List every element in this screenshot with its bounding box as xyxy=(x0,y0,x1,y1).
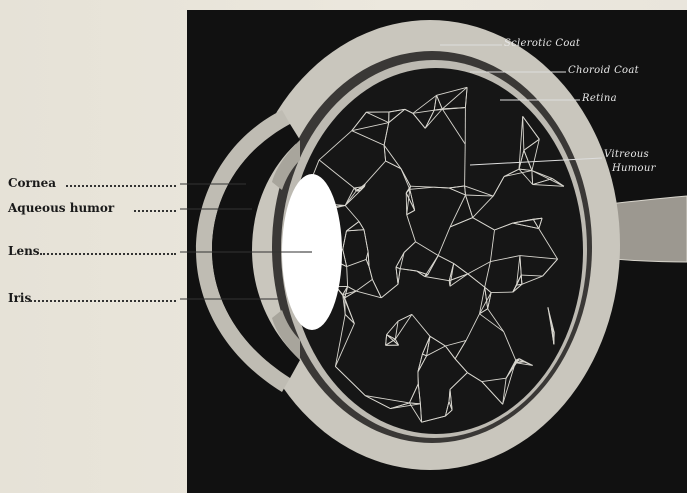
iris-dot-leader xyxy=(30,300,176,302)
label-aqueous-humor: Aqueous humor xyxy=(8,201,114,215)
label-vitreous: Vitreous xyxy=(604,149,649,160)
aqueous-dot-leader xyxy=(134,210,176,212)
vitreous-fiber xyxy=(465,144,466,186)
cornea-dot-leader xyxy=(66,185,176,187)
label-retina: Retina xyxy=(582,93,617,104)
lens-dot-leader xyxy=(40,253,176,255)
label-cornea: Cornea xyxy=(8,176,56,190)
vitreous-fiber xyxy=(406,193,407,215)
label-lens: Lens xyxy=(8,244,40,258)
label-choroid-coat: Choroid Coat xyxy=(568,65,639,76)
label-humour: Humour xyxy=(612,163,656,174)
label-iris: Iris xyxy=(8,291,31,305)
vitreous-fiber xyxy=(491,292,513,293)
label-sclerotic-coat: Sclerotic Coat xyxy=(504,38,580,49)
